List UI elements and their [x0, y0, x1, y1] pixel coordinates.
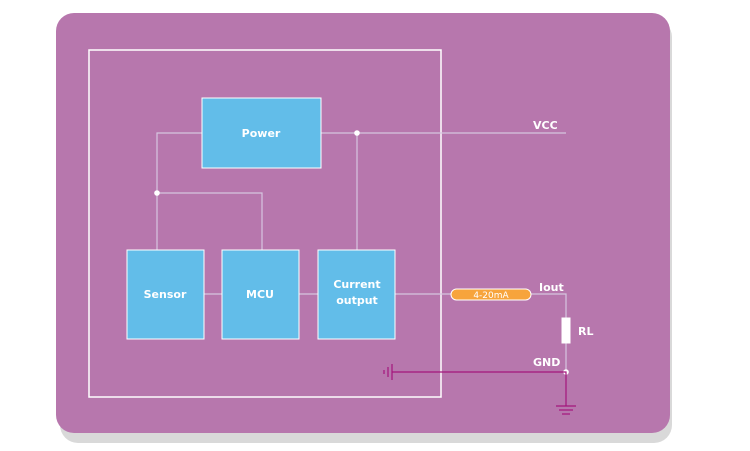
- wire-to-mcu: [157, 192, 263, 250]
- sensor-block: [126, 249, 205, 340]
- background-panel: [56, 13, 670, 433]
- current-range-badge: [450, 288, 532, 301]
- rl-label: RL: [578, 325, 593, 338]
- load-resistor: [561, 317, 571, 344]
- ground-icon: [556, 405, 576, 415]
- ground-icon: [383, 364, 393, 380]
- power-label: Power: [242, 127, 281, 140]
- vcc-label: VCC: [533, 119, 558, 132]
- junction-dot: [154, 190, 160, 196]
- current-output-label-line2: output: [336, 294, 378, 307]
- current-output-label-line1: Current: [333, 278, 380, 291]
- iout-label: Iout: [539, 281, 564, 294]
- gnd-label: GND: [533, 356, 560, 369]
- mcu-label: MCU: [246, 288, 274, 301]
- current-output-block: [317, 249, 396, 340]
- current-range-label: 4-20mA: [473, 291, 509, 301]
- sensor-label: Sensor: [144, 288, 187, 301]
- wire-power-left: [156, 132, 202, 193]
- mcu-block: [221, 249, 300, 340]
- device-enclosure: [88, 49, 442, 398]
- junction-dot: [354, 130, 360, 136]
- power-block: [201, 97, 322, 169]
- ground-wire: [392, 371, 567, 406]
